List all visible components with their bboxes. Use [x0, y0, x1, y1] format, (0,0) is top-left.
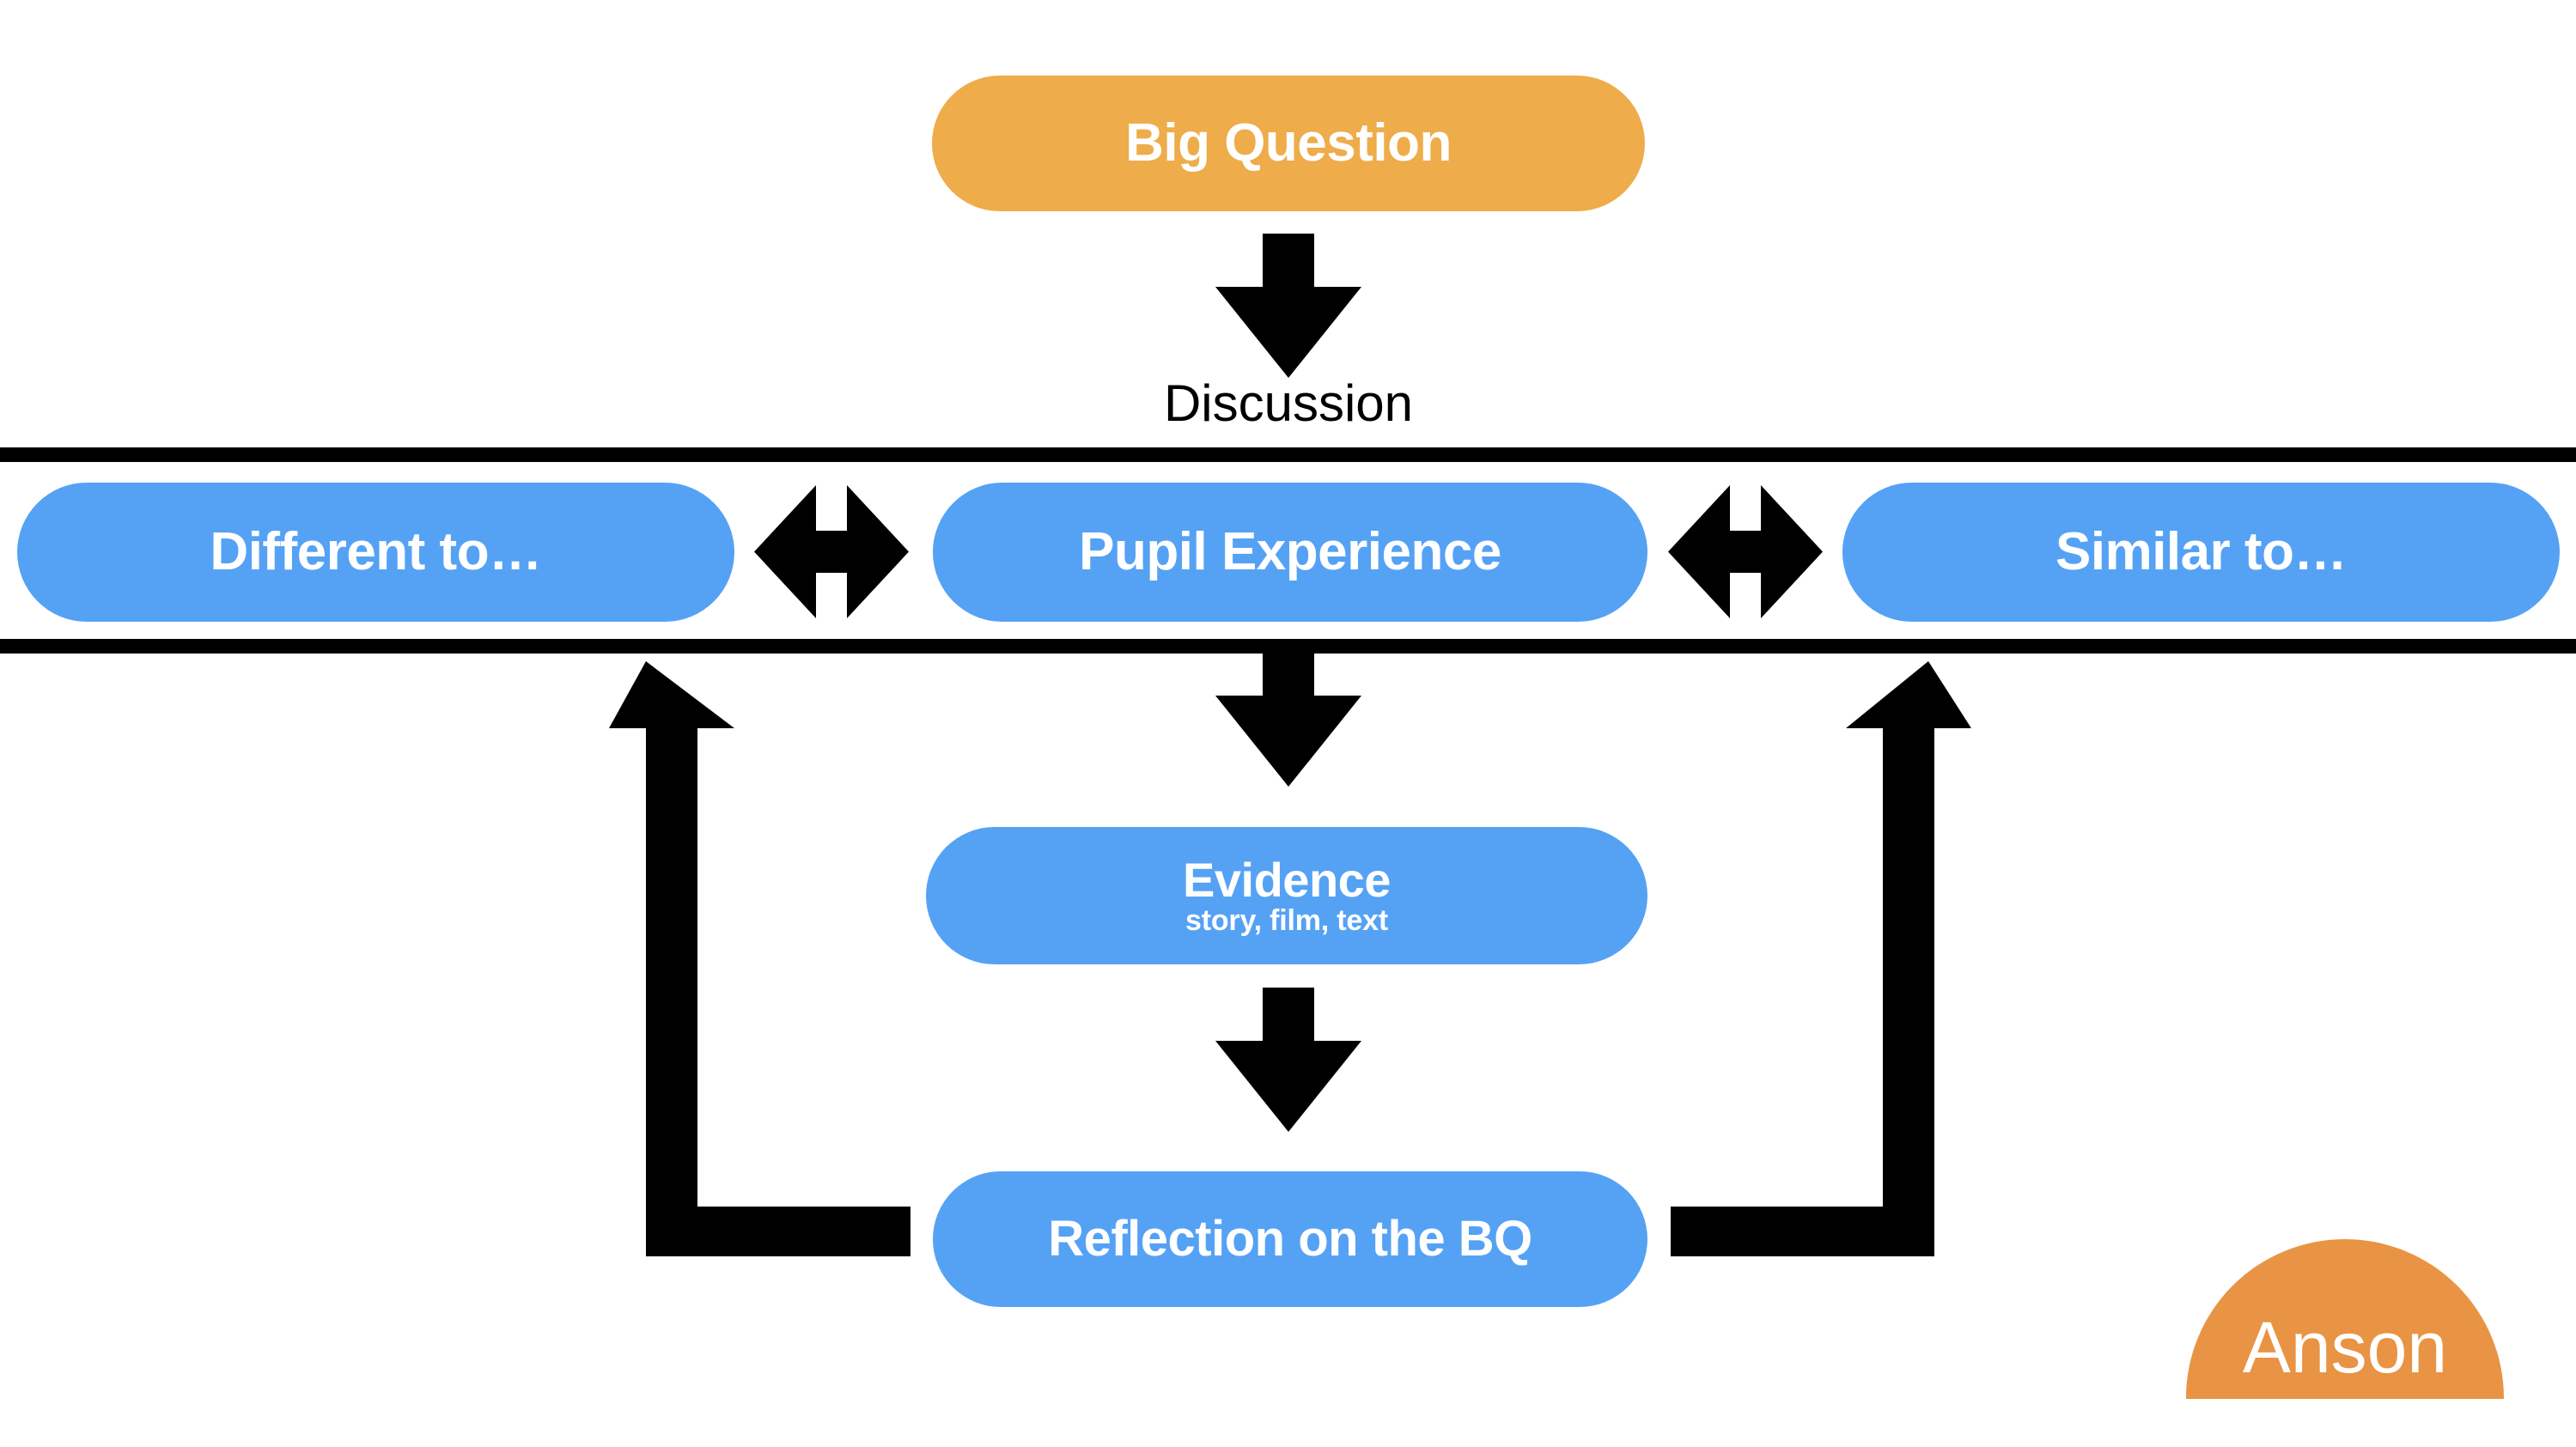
node-evidence-label: Evidence: [1183, 853, 1391, 907]
arrow-return-up-left-icon-reflection-to-different: [609, 661, 910, 1256]
node-reflection-on-bq[interactable]: Reflection on the BQ: [933, 1171, 1647, 1307]
node-big-question[interactable]: Big Question: [932, 76, 1645, 211]
node-different-to[interactable]: Different to…: [17, 483, 734, 622]
node-pupil-experience-label: Pupil Experience: [1079, 522, 1501, 581]
node-similar-to-label: Similar to…: [2055, 522, 2348, 581]
arrow-return-up-right-icon-reflection-to-similar: [1671, 661, 1971, 1256]
node-pupil-experience[interactable]: Pupil Experience: [933, 483, 1647, 622]
node-evidence-subtitle: story, film, text: [1185, 904, 1388, 937]
band-rule-top: [0, 447, 2576, 462]
anson-logo: Anson: [2186, 1239, 2504, 1399]
anson-logo-text: Anson: [2242, 1307, 2448, 1388]
arrow-down-icon-big-question-to-discussion: [1215, 234, 1361, 378]
arrow-down-icon-evidence-to-reflection: [1215, 988, 1361, 1132]
arrow-left-right-icon-different-pupil: [754, 485, 909, 618]
arrow-down-icon-pupil-to-evidence: [1215, 642, 1361, 787]
node-big-question-label: Big Question: [1125, 113, 1452, 173]
label-discussion: Discussion: [1163, 374, 1414, 432]
node-different-to-label: Different to…: [210, 522, 542, 581]
arrow-left-right-icon-pupil-similar: [1668, 485, 1823, 618]
node-evidence[interactable]: Evidence story, film, text: [926, 827, 1647, 964]
node-reflection-on-bq-label: Reflection on the BQ: [1048, 1211, 1532, 1267]
node-similar-to[interactable]: Similar to…: [1842, 483, 2560, 622]
